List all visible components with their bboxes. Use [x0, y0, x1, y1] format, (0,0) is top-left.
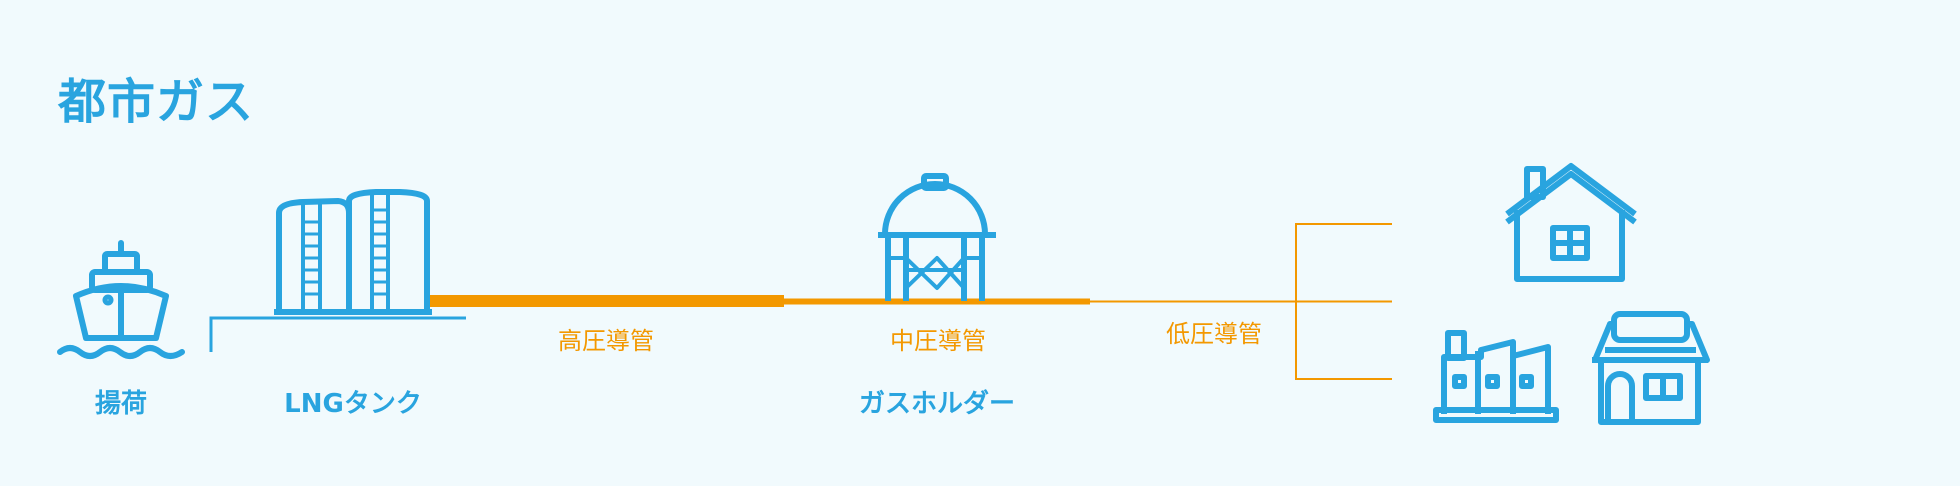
gas-holder-icon	[878, 173, 996, 301]
lng-tank-label: LNGタンク	[284, 389, 422, 419]
pipes	[209, 223, 1392, 380]
unloading-connector	[209, 316, 466, 352]
lng-tank-icon	[274, 189, 432, 315]
high-pressure-label: 高圧導管	[558, 327, 654, 355]
medium-pressure-label: 中圧導管	[890, 327, 986, 355]
low-pressure-label: 低圧導管	[1166, 320, 1262, 348]
unloading-label: 揚荷	[94, 389, 148, 419]
page-title: 都市ガス	[58, 74, 255, 130]
ship-icon	[57, 240, 185, 359]
gas-holder-label: ガスホルダー	[858, 389, 1016, 419]
low-pressure-branch	[1295, 223, 1392, 380]
factory-icon	[1433, 330, 1559, 423]
shop-icon	[1592, 311, 1710, 425]
house-icon	[1505, 163, 1637, 282]
